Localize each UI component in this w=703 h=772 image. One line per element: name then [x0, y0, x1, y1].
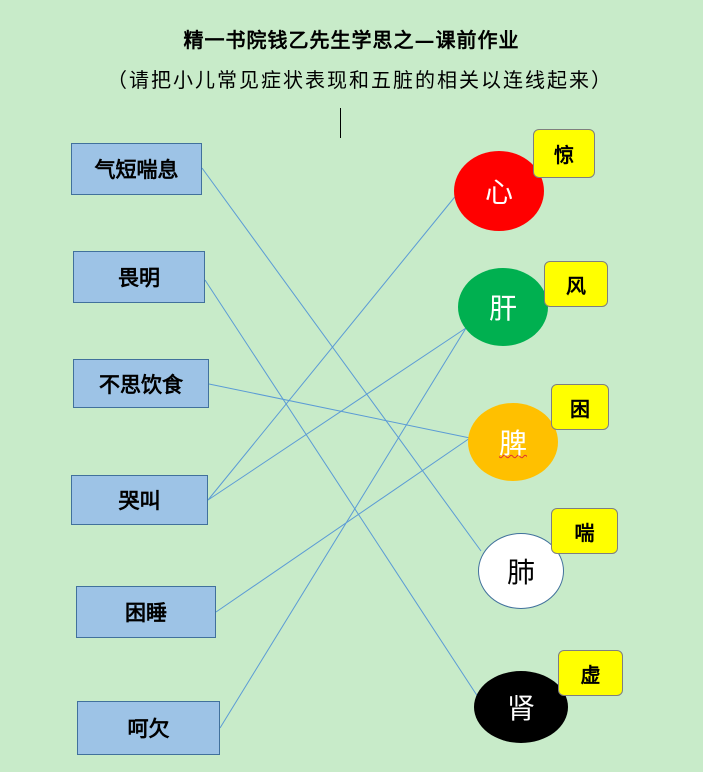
organ-circle-heart[interactable]: 心 — [454, 151, 544, 231]
connection-line — [215, 437, 471, 613]
organ-tag-heart: 惊 — [533, 129, 595, 178]
organ-tag-liver: 风 — [544, 261, 608, 307]
organ-tag-kidney: 虚 — [558, 650, 623, 696]
page-title: 精一书院钱乙先生学思之—课前作业 — [183, 28, 520, 52]
symptom-box-sleepiness[interactable]: 困睡 — [76, 586, 216, 638]
symptom-box-yawning[interactable]: 呵欠 — [77, 701, 220, 755]
organ-label-spleen: 脾 — [498, 427, 527, 460]
organ-tag-spleen: 困 — [551, 384, 609, 430]
organ-circle-spleen[interactable]: 脾 — [468, 403, 558, 481]
connection-line — [207, 192, 459, 501]
text-cursor — [340, 108, 341, 138]
connection-line — [201, 167, 482, 552]
symptom-box-crying[interactable]: 哭叫 — [71, 475, 208, 525]
organ-circle-liver[interactable]: 肝 — [458, 268, 548, 346]
organ-tag-lung: 喘 — [551, 508, 618, 554]
symptom-box-poor-appetite[interactable]: 不思饮食 — [73, 359, 209, 408]
connection-line — [207, 327, 467, 501]
organ-circle-kidney[interactable]: 肾 — [474, 671, 568, 743]
organ-circle-lung[interactable]: 肺 — [478, 533, 564, 609]
connection-line — [204, 279, 479, 698]
instruction-subtitle: （请把小儿常见症状表现和五脏的相关以连线起来） — [107, 68, 613, 92]
symptom-box-shortness-of-breath[interactable]: 气短喘息 — [71, 143, 202, 195]
symptom-box-photophobia[interactable]: 畏明 — [73, 251, 205, 303]
connection-line — [219, 327, 467, 729]
connection-line — [208, 383, 471, 439]
